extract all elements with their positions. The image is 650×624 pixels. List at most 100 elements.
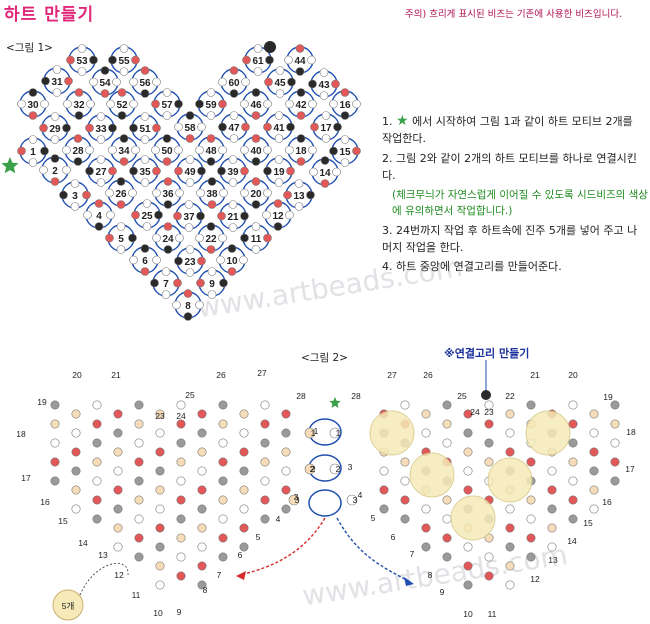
- seed-bead: [261, 401, 269, 409]
- seed-bead: [51, 439, 59, 447]
- fig2-number: 10: [463, 609, 473, 619]
- fig2-number: 26: [216, 370, 226, 380]
- seed-bead: [135, 401, 143, 409]
- seed-bead: [114, 467, 122, 475]
- seed-bead: [177, 496, 185, 504]
- seed-bead: [261, 477, 269, 485]
- arrow-left: [240, 518, 325, 575]
- seed-bead: [135, 420, 143, 428]
- seed-bead: [51, 420, 59, 428]
- seed-bead: [219, 439, 227, 447]
- seed-bead: [590, 429, 598, 437]
- seed-bead: [282, 467, 290, 475]
- fig2-number: 23: [484, 407, 494, 417]
- seed-bead: [72, 410, 80, 418]
- seed-bead: [93, 401, 101, 409]
- seed-bead: [240, 524, 248, 532]
- seed-bead: [611, 420, 619, 428]
- seed-bead: [422, 410, 430, 418]
- seed-bead: [93, 439, 101, 447]
- fig2-number: 9: [440, 587, 445, 597]
- seed-bead: [548, 524, 556, 532]
- fig2-number: 23: [155, 411, 165, 421]
- seed-bead: [114, 505, 122, 513]
- seed-bead: [177, 515, 185, 523]
- fig2-number: 13: [548, 555, 558, 565]
- seed-bead: [569, 477, 577, 485]
- seed-bead: [198, 429, 206, 437]
- seed-bead: [93, 515, 101, 523]
- seed-bead: [72, 429, 80, 437]
- seed-bead: [443, 496, 451, 504]
- seed-bead: [443, 515, 451, 523]
- seed-bead: [464, 429, 472, 437]
- fig2-number: 27: [257, 368, 267, 378]
- seed-bead: [282, 448, 290, 456]
- seed-bead: [219, 515, 227, 523]
- seed-bead: [114, 524, 122, 532]
- seed-bead: [548, 543, 556, 551]
- star-icon: [329, 397, 340, 408]
- seed-bead: [72, 486, 80, 494]
- fig2-number: 17: [21, 473, 31, 483]
- seed-bead: [548, 486, 556, 494]
- seed-bead: [156, 581, 164, 589]
- seed-bead: [569, 420, 577, 428]
- arrow-head-right: [404, 577, 414, 586]
- center-ring: [309, 490, 341, 516]
- seed-bead: [506, 581, 514, 589]
- seed-bead: [590, 467, 598, 475]
- fig2-number: 8: [428, 570, 433, 580]
- center-number: 2: [336, 464, 341, 474]
- fig2-number: 12: [530, 574, 540, 584]
- connector-bead: [481, 390, 491, 400]
- seed-bead: [569, 496, 577, 504]
- seed-bead: [464, 467, 472, 475]
- seed-bead: [401, 458, 409, 466]
- fig2-number: 9: [177, 607, 182, 617]
- seed-bead: [590, 486, 598, 494]
- fig2-number: 14: [567, 536, 577, 546]
- seed-bead: [569, 401, 577, 409]
- seed-bead: [219, 496, 227, 504]
- seed-bead: [527, 496, 535, 504]
- pearl-count-label: 5개: [62, 601, 75, 611]
- fig2-number: 6: [391, 532, 396, 542]
- seed-bead: [380, 467, 388, 475]
- fig2-number: 18: [16, 429, 26, 439]
- seed-bead: [72, 448, 80, 456]
- seed-bead: [219, 477, 227, 485]
- seed-bead: [506, 505, 514, 513]
- fig2-number: 25: [185, 390, 195, 400]
- seed-bead: [72, 467, 80, 475]
- fig2-number: 24: [176, 411, 186, 421]
- seed-bead: [464, 581, 472, 589]
- seed-bead: [135, 515, 143, 523]
- center-number: 1: [336, 428, 341, 438]
- seed-bead: [590, 410, 598, 418]
- seed-bead: [590, 505, 598, 513]
- fig2-number: 8: [203, 585, 208, 595]
- seed-bead: [177, 534, 185, 542]
- seed-bead: [51, 477, 59, 485]
- fig2-number: 15: [58, 516, 68, 526]
- fig2-number: 7: [410, 549, 415, 559]
- seed-bead: [114, 429, 122, 437]
- seed-bead: [527, 401, 535, 409]
- fig2-number: 17: [625, 464, 635, 474]
- seed-bead: [219, 534, 227, 542]
- seed-bead: [240, 505, 248, 513]
- seed-bead: [443, 553, 451, 561]
- seed-bead: [485, 439, 493, 447]
- seed-bead: [590, 448, 598, 456]
- seed-bead: [464, 562, 472, 570]
- fig2-number: 26: [423, 370, 433, 380]
- seed-bead: [177, 572, 185, 580]
- seed-bead: [485, 553, 493, 561]
- seed-bead: [219, 420, 227, 428]
- seed-bead: [569, 458, 577, 466]
- seed-bead: [198, 448, 206, 456]
- fig2-number: 19: [603, 392, 613, 402]
- seed-bead: [135, 496, 143, 504]
